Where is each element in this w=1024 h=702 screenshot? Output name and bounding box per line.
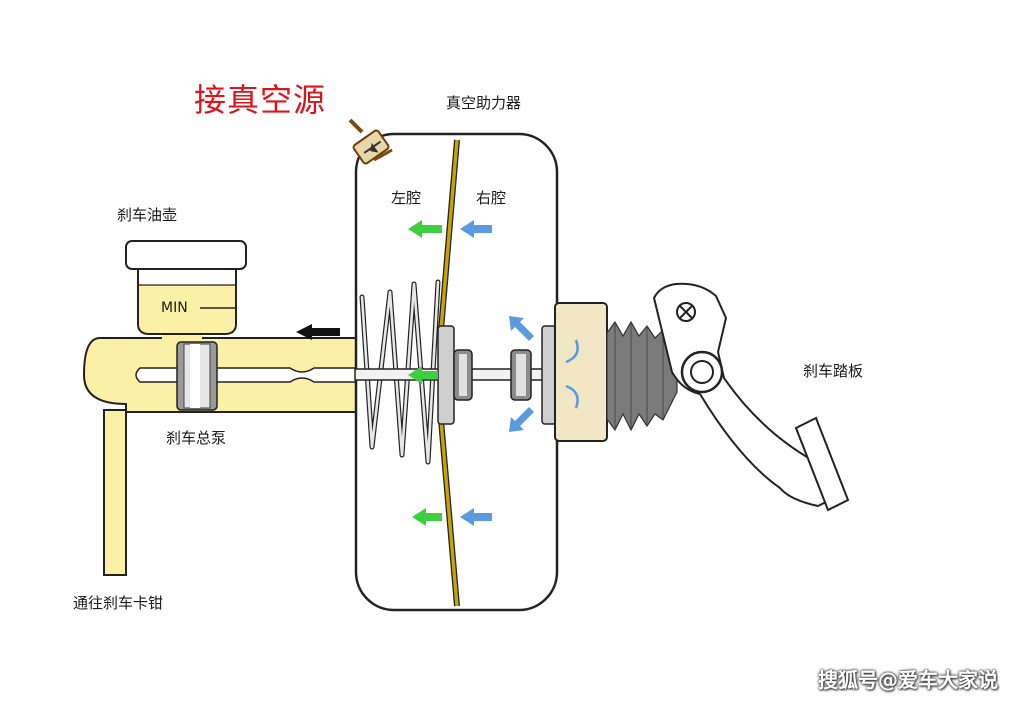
air-flow-curve — [565, 339, 579, 409]
min-mark-label: MIN — [161, 300, 188, 316]
brake-pedal — [652, 282, 850, 512]
down-left-arrow-icon — [509, 407, 534, 432]
vacuum-booster-label: 真空助力器 — [446, 94, 522, 112]
brake-pedal-label: 刹车踏板 — [803, 362, 864, 380]
master-cylinder-rod — [135, 367, 361, 383]
watermark: 搜狐号@爱车大家说 — [818, 668, 998, 692]
control-valve — [510, 325, 557, 425]
valve-icon — [348, 118, 393, 165]
master-cylinder-label: 刹车总泵 — [166, 429, 227, 447]
left-arrow-icon — [460, 508, 492, 526]
left-arrow-icon — [296, 324, 340, 340]
left-arrow-icon — [408, 220, 442, 238]
to-caliper-label: 通往刹车卡钳 — [73, 594, 164, 612]
vacuum-source-label: 接真空源 — [194, 81, 327, 119]
air-filter — [554, 302, 608, 442]
brake-line-to-caliper — [103, 409, 127, 576]
master-cylinder-piston — [176, 341, 218, 411]
reservoir-label: 刹车油壶 — [117, 206, 178, 224]
brake-fluid-reservoir — [125, 240, 247, 335]
left-arrow-icon — [460, 220, 492, 238]
left-arrow-icon — [412, 508, 442, 526]
left-arrow-icon — [408, 366, 438, 384]
right-chamber-label: 右腔 — [476, 189, 507, 207]
rubber-boot — [606, 320, 678, 432]
left-chamber-label: 左腔 — [391, 189, 422, 207]
up-left-arrow-icon — [509, 316, 534, 341]
